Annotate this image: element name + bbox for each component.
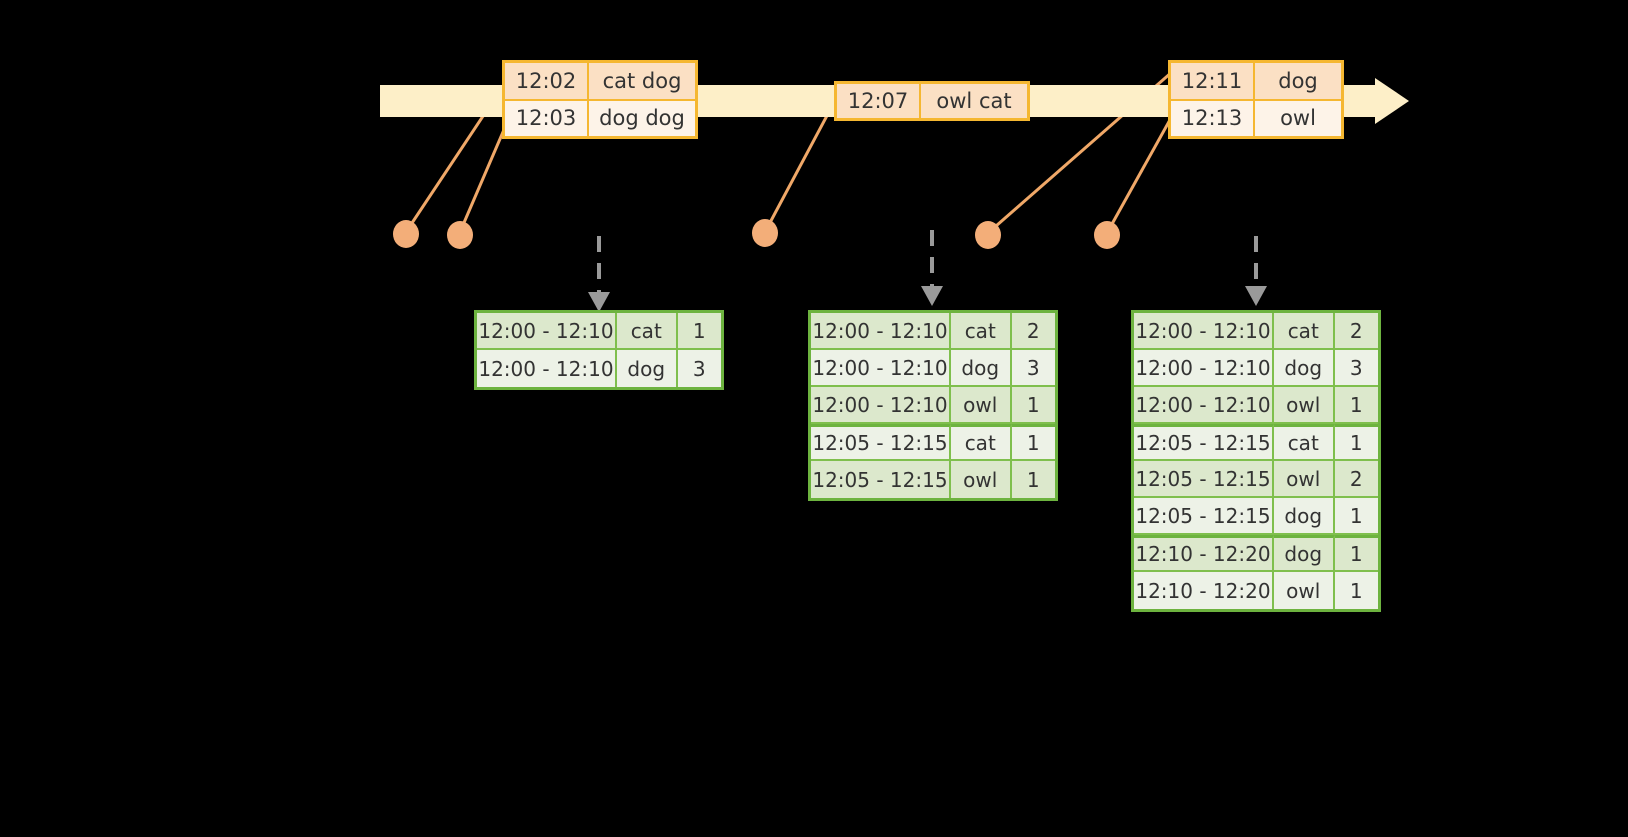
- event-group-1[interactable]: 12:02 cat dog 12:03 dog dog: [502, 60, 698, 139]
- event-time: 12:13: [1171, 100, 1255, 136]
- result-table-1[interactable]: 12:00 - 12:10 cat 1 12:00 - 12:10 dog 3: [474, 310, 724, 390]
- cell-word: cat: [1273, 424, 1335, 461]
- event-words: owl: [1255, 100, 1341, 136]
- cell-window: 12:00 - 12:10: [477, 350, 617, 387]
- table-row: 12:00 - 12:10 cat 2: [811, 313, 1055, 350]
- table-row: 12:00 - 12:10 dog 3: [477, 350, 721, 387]
- cell-word: cat: [616, 313, 678, 350]
- cell-window: 12:00 - 12:10: [1134, 387, 1274, 424]
- cell-word: cat: [950, 313, 1012, 350]
- cell-window: 12:00 - 12:10: [477, 313, 617, 350]
- cell-word: owl: [1273, 572, 1335, 609]
- cell-window: 12:05 - 12:15: [811, 461, 951, 498]
- cell-word: owl: [1273, 461, 1335, 498]
- result-table-2[interactable]: 12:00 - 12:10 cat 2 12:00 - 12:10 dog 3 …: [808, 310, 1058, 501]
- event-row: 12:02 cat dog: [505, 63, 695, 99]
- table-row: 12:05 - 12:15 owl 2: [1134, 461, 1378, 498]
- event-time: 12:02: [505, 63, 589, 99]
- event-row: 12:03 dog dog: [505, 98, 695, 136]
- table-row: 12:05 - 12:15 dog 1: [1134, 498, 1378, 535]
- cell-word: cat: [1273, 313, 1335, 350]
- cell-count: 1: [1011, 424, 1055, 461]
- table-row: 12:05 - 12:15 cat 1: [1134, 424, 1378, 461]
- cell-window: 12:05 - 12:15: [1134, 424, 1274, 461]
- event-group-2[interactable]: 12:07 owl cat: [834, 81, 1030, 121]
- event-time: 12:11: [1171, 63, 1255, 99]
- table-row: 12:00 - 12:10 cat 2: [1134, 313, 1378, 350]
- event-time: 12:03: [505, 100, 589, 136]
- table-row: 12:00 - 12:10 owl 1: [811, 387, 1055, 424]
- table-row: 12:05 - 12:15 owl 1: [811, 461, 1055, 498]
- cell-window: 12:00 - 12:10: [811, 387, 951, 424]
- event-words: cat dog: [589, 63, 695, 99]
- cell-window: 12:00 - 12:10: [1134, 313, 1274, 350]
- table-row: 12:00 - 12:10 dog 3: [811, 350, 1055, 387]
- cell-word: owl: [950, 461, 1012, 498]
- cell-count: 1: [1334, 424, 1378, 461]
- cell-window: 12:00 - 12:10: [1134, 350, 1274, 387]
- cell-count: 1: [1334, 498, 1378, 535]
- cell-count: 1: [677, 313, 721, 350]
- result-table-3[interactable]: 12:00 - 12:10 cat 2 12:00 - 12:10 dog 3 …: [1131, 310, 1381, 612]
- event-group-3[interactable]: 12:11 dog 12:13 owl: [1168, 60, 1344, 139]
- cell-count: 2: [1334, 313, 1378, 350]
- cell-word: dog: [1273, 498, 1335, 535]
- cell-window: 12:00 - 12:10: [811, 350, 951, 387]
- cell-count: 1: [1334, 572, 1378, 609]
- cell-count: 3: [1011, 350, 1055, 387]
- table-row: 12:00 - 12:10 owl 1: [1134, 387, 1378, 424]
- event-words: owl cat: [921, 84, 1027, 118]
- cell-count: 1: [1011, 387, 1055, 424]
- cell-word: cat: [950, 424, 1012, 461]
- cell-count: 3: [1334, 350, 1378, 387]
- cell-window: 12:05 - 12:15: [1134, 498, 1274, 535]
- event-row: 12:13 owl: [1171, 98, 1341, 136]
- event-row: 12:07 owl cat: [837, 84, 1027, 118]
- event-row: 12:11 dog: [1171, 63, 1341, 99]
- timeline-arrowhead: [1375, 78, 1409, 124]
- cell-word: dog: [1273, 350, 1335, 387]
- table-row: 12:00 - 12:10 cat 1: [477, 313, 721, 350]
- cell-count: 1: [1334, 387, 1378, 424]
- cell-word: dog: [616, 350, 678, 387]
- table-row: 12:10 - 12:20 dog 1: [1134, 535, 1378, 572]
- table-row: 12:00 - 12:10 dog 3: [1134, 350, 1378, 387]
- cell-count: 1: [1011, 461, 1055, 498]
- cell-count: 2: [1334, 461, 1378, 498]
- cell-word: owl: [1273, 387, 1335, 424]
- cell-window: 12:05 - 12:15: [811, 424, 951, 461]
- table-row: 12:10 - 12:20 owl 1: [1134, 572, 1378, 609]
- cell-count: 1: [1334, 535, 1378, 572]
- cell-word: dog: [1273, 535, 1335, 572]
- cell-window: 12:05 - 12:15: [1134, 461, 1274, 498]
- cell-window: 12:00 - 12:10: [811, 313, 951, 350]
- cell-word: dog: [950, 350, 1012, 387]
- cell-window: 12:10 - 12:20: [1134, 535, 1274, 572]
- event-words: dog dog: [589, 100, 695, 136]
- table-row: 12:05 - 12:15 cat 1: [811, 424, 1055, 461]
- cell-count: 3: [677, 350, 721, 387]
- cell-word: owl: [950, 387, 1012, 424]
- event-time: 12:07: [837, 84, 921, 118]
- cell-count: 2: [1011, 313, 1055, 350]
- cell-window: 12:10 - 12:20: [1134, 572, 1274, 609]
- event-words: dog: [1255, 63, 1341, 99]
